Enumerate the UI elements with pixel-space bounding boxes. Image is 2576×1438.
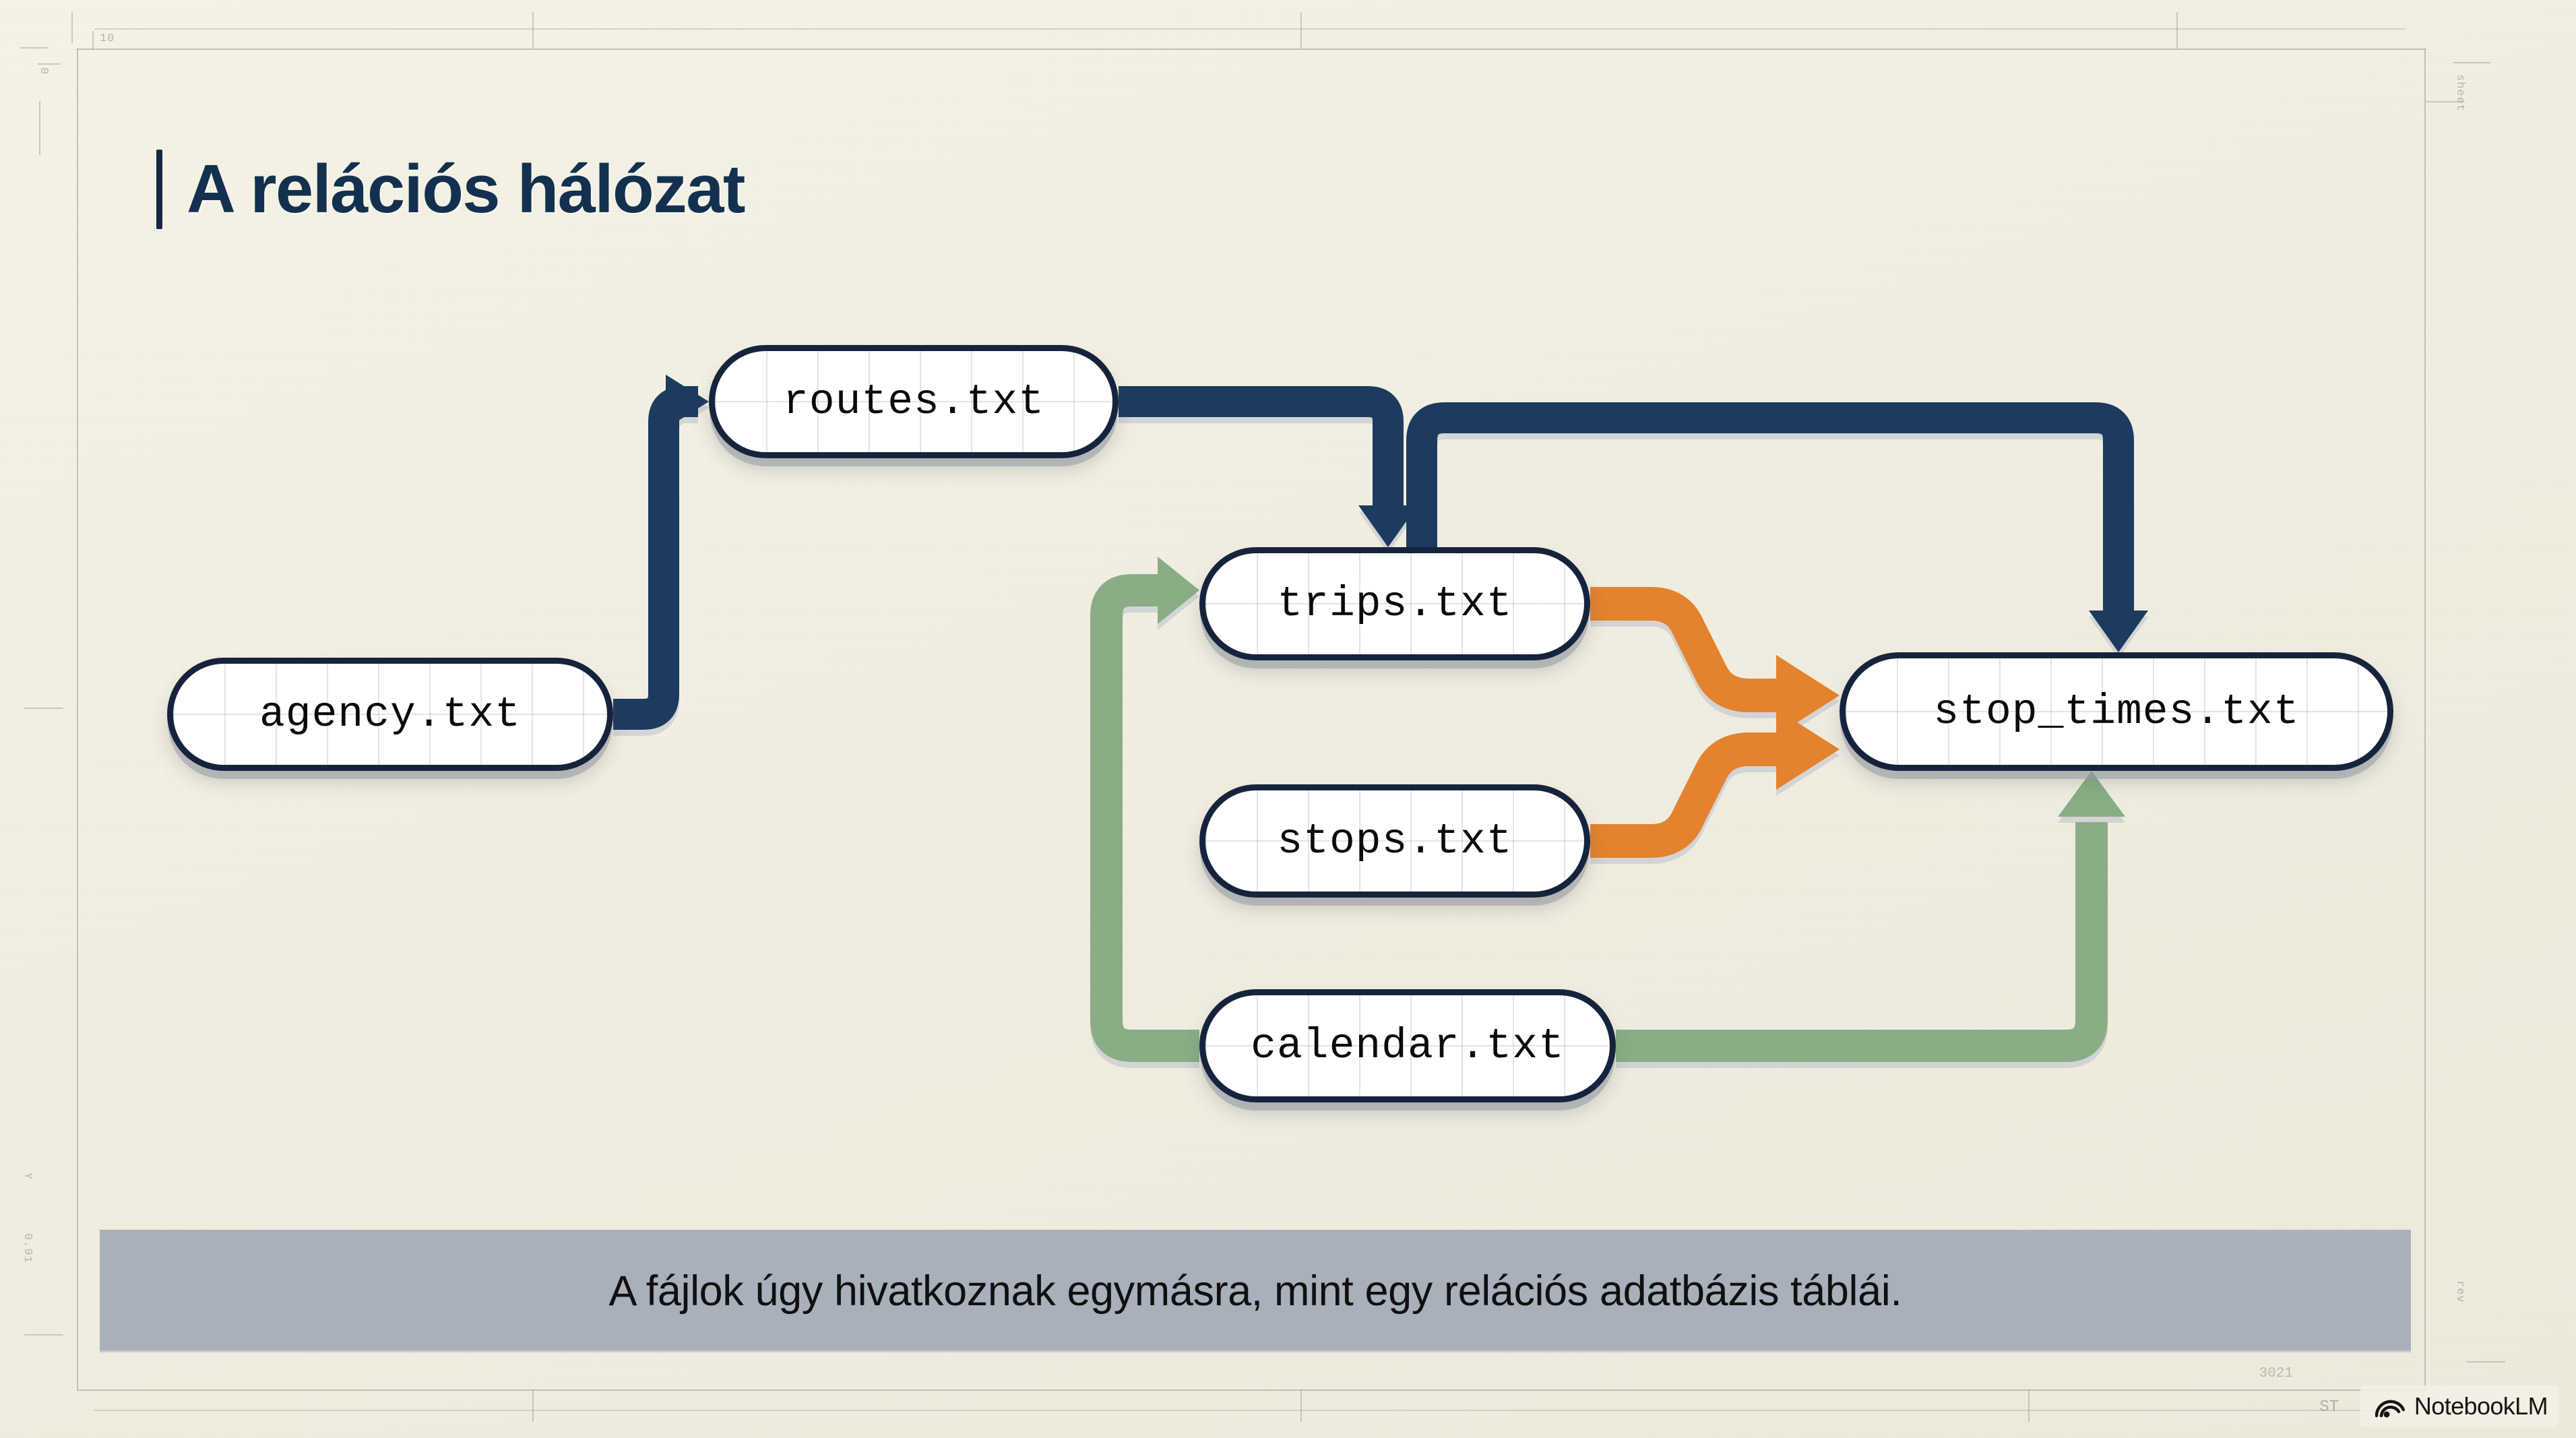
node-label-stop-times: stop_times.txt [1933, 687, 2300, 736]
node-trips[interactable]: trips.txt [1199, 547, 1590, 660]
sheet-st-mark: ST [2319, 1398, 2339, 1416]
node-stops[interactable]: stops.txt [1199, 784, 1590, 898]
caption-bar: A fájlok úgy hivatkoznak egymásra, mint … [100, 1230, 2411, 1352]
title-block: A relációs hálózat [156, 150, 746, 229]
node-calendar[interactable]: calendar.txt [1199, 989, 1616, 1102]
edge-calendar-to-trips [1090, 557, 1199, 1062]
notebooklm-arc-icon [2375, 1400, 2405, 1418]
node-label-trips: trips.txt [1277, 580, 1513, 628]
node-label-stops: stops.txt [1277, 817, 1513, 865]
notebooklm-watermark: NotebookLM [2360, 1385, 2558, 1427]
node-label-agency: agency.txt [259, 690, 522, 739]
node-label-routes: routes.txt [782, 377, 1045, 426]
edge-routes-to-trips [1119, 386, 1418, 547]
title-accent-bar [156, 150, 162, 229]
node-routes[interactable]: routes.txt [709, 345, 1119, 458]
edge-agency-to-routes [613, 375, 709, 730]
node-label-calendar: calendar.txt [1251, 1022, 1565, 1070]
caption-text: A fájlok úgy hivatkoznak egymásra, mint … [608, 1268, 1902, 1315]
edge-calendar-to-stop-times [1616, 771, 2125, 1062]
edge-trips-to-stop-times [1590, 587, 1840, 736]
page-title: A relációs hálózat [187, 151, 746, 227]
edge-stops-to-stop-times [1590, 709, 1840, 858]
edge-routes-to-stop-times [1406, 402, 2148, 652]
node-stop-times[interactable]: stop_times.txt [1840, 652, 2393, 771]
node-agency[interactable]: agency.txt [167, 658, 613, 771]
notebooklm-label: NotebookLM [2414, 1392, 2548, 1420]
sheet-code-mark: 3021 [2259, 1366, 2293, 1381]
